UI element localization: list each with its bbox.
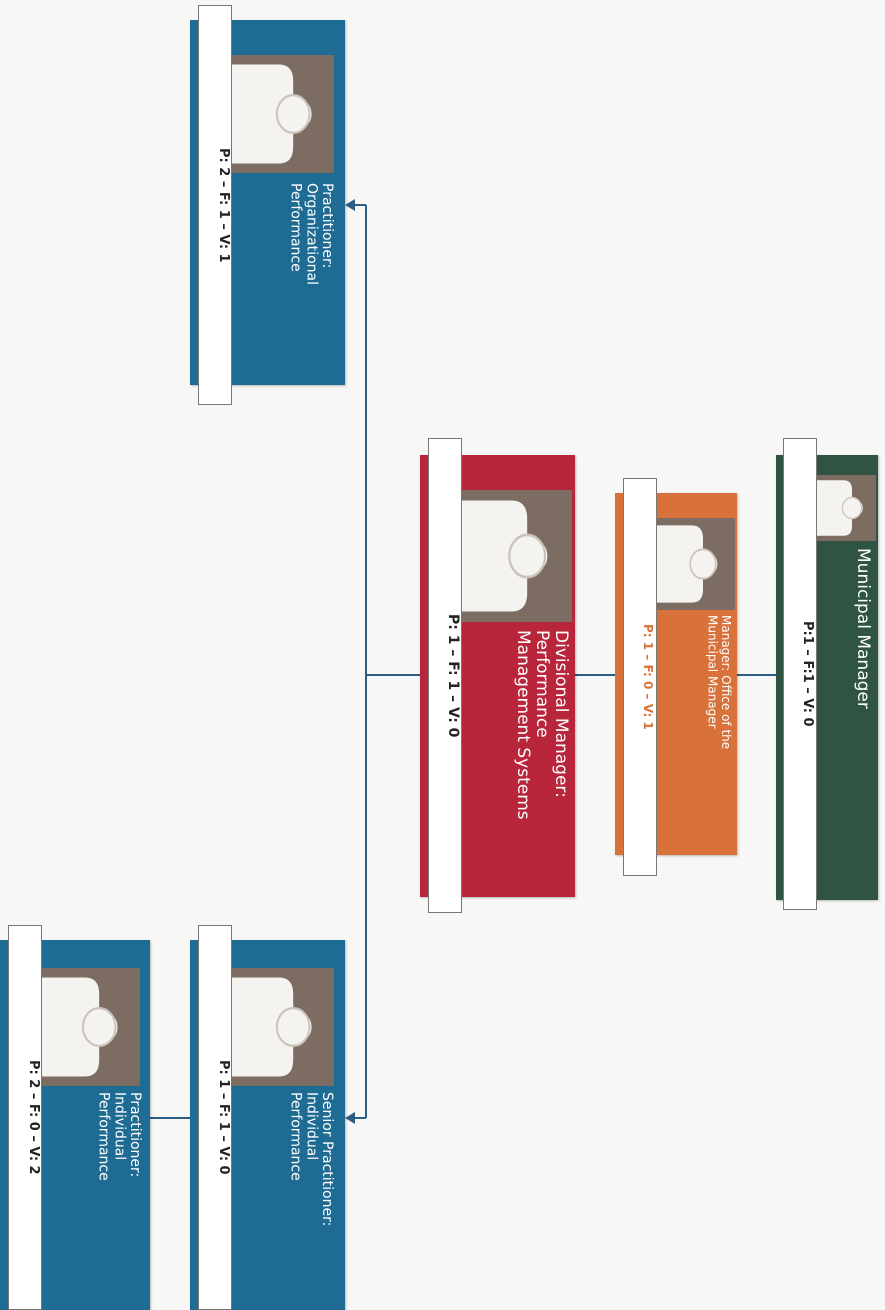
person-silhouette-icon [460, 490, 572, 622]
position-card-senior-practitioner-individual: Senior Practitioner: Individual Performa… [190, 925, 345, 1310]
position-card-practitioner-individual: Practitioner: Individual Performance P: 2… [0, 925, 150, 1310]
position-card-practitioner-organizational: Practitioner: Organizational Performance… [190, 5, 345, 405]
portrait-placeholder [38, 968, 140, 1086]
stats-strip [623, 478, 657, 876]
arrowhead-icon [345, 1112, 355, 1124]
position-stats: P:1 – F:1 – V: 0 [800, 621, 815, 727]
portrait-placeholder [232, 55, 334, 173]
stats-strip [428, 438, 462, 913]
position-card-manager-office: Manager: Office of the Municipal Manager… [615, 478, 737, 876]
portrait-placeholder [460, 490, 572, 622]
position-title: Practitioner: Individual Performance [95, 1092, 143, 1181]
arrowhead-icon [345, 199, 355, 211]
portrait-placeholder [232, 968, 334, 1086]
person-silhouette-icon [816, 475, 876, 541]
stats-strip [8, 925, 42, 1310]
person-silhouette-icon [232, 55, 334, 173]
position-stats: P: 2 – F: 1 – V: 1 [216, 147, 231, 263]
stats-strip [198, 5, 232, 405]
position-title: Practitioner: Organizational Performance [287, 183, 335, 285]
position-title: Divisional Manager: Performance Manageme… [512, 630, 571, 820]
portrait-placeholder [655, 518, 735, 610]
position-title: Municipal Manager [853, 548, 873, 709]
person-silhouette-icon [38, 968, 140, 1086]
position-stats: P: 1 – F: 1 – V: 0 [445, 613, 461, 738]
portrait-placeholder [816, 475, 876, 541]
person-silhouette-icon [655, 518, 735, 610]
position-stats: P: 1 – F: 1 – V: 0 [216, 1060, 231, 1175]
stats-strip [198, 925, 232, 1310]
position-card-divisional-manager: Divisional Manager: Performance Manageme… [420, 438, 575, 913]
position-stats: P: 1 – F: 0 – V: 1 [641, 624, 655, 730]
stats-strip [783, 438, 817, 910]
position-card-municipal-manager: Municipal Manager P:1 – F:1 – V: 0 [776, 438, 878, 910]
position-title: Manager: Office of the Municipal Manager [705, 615, 733, 750]
person-silhouette-icon [232, 968, 334, 1086]
position-title: Senior Practitioner: Individual Performa… [287, 1092, 335, 1227]
position-stats: P: 2 – F: 0 – V: 2 [26, 1060, 41, 1175]
